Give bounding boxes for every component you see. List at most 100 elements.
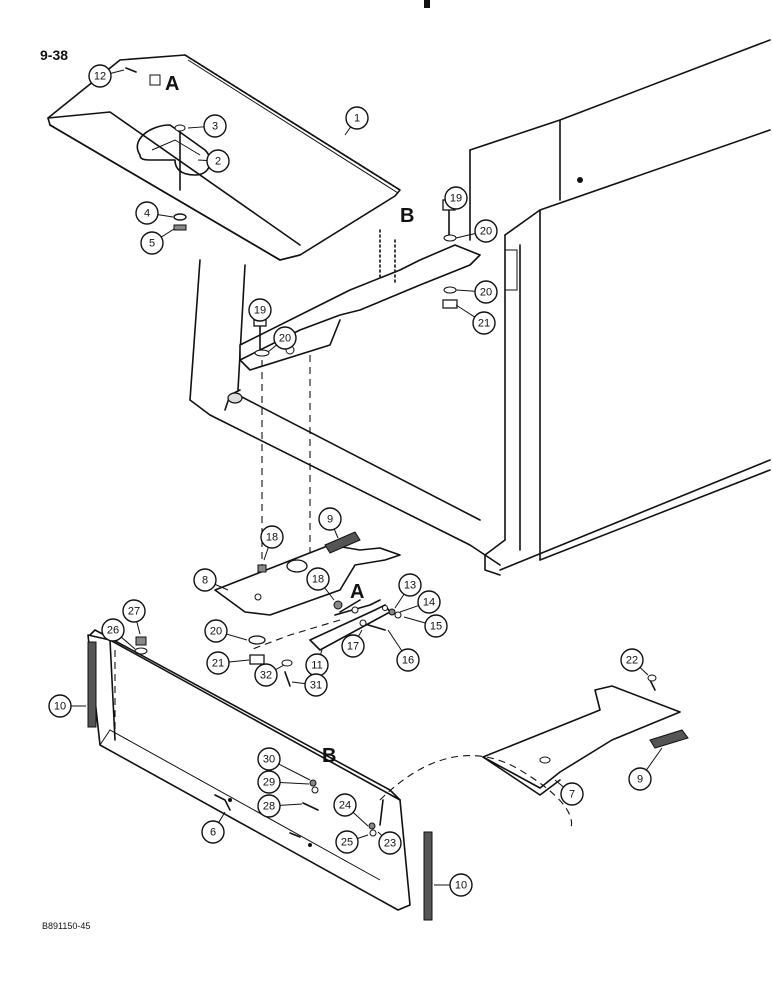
callout-label: 31 [310,680,322,692]
leader-line [324,587,335,601]
callout-c13: 13 [394,573,422,609]
leader-line [333,528,339,539]
callout-circle [318,507,342,531]
callout-c8: 8 [193,568,229,592]
bracket-11 [309,599,402,651]
callout-c14: 14 [399,590,441,614]
callout-c15: 15 [403,614,448,638]
bottom-plate-7 [482,674,689,796]
callout-c22: 22 [620,648,649,676]
callout-circle [257,794,281,818]
callout-c27: 27 [122,599,146,635]
leader-line [263,547,269,561]
callout-circle [474,280,498,304]
callout-label: 20 [210,626,222,638]
callout-label: 5 [149,238,155,250]
callout-c21a: 21 [455,304,496,335]
leader-line [357,834,369,839]
callout-label: 22 [626,655,638,667]
callout-label: 24 [339,800,351,812]
callout-c24: 24 [333,793,369,827]
leader-line [352,812,369,827]
leader-line [136,621,141,635]
callout-circle [248,298,272,322]
callout-c21b: 21 [206,651,250,675]
callout-circle [378,831,402,855]
leader-line [455,289,476,292]
callout-c5: 5 [140,228,175,255]
callout-c30: 30 [257,747,311,781]
leader-line [214,583,229,591]
callout-circle [101,618,125,642]
callout-circle [341,634,365,658]
callout-circle [88,64,112,88]
leader-line [554,779,564,788]
callout-circle [306,567,330,591]
callout-c2: 2 [197,149,230,173]
callout-label: 20 [480,287,492,299]
lower-hardware [134,635,293,687]
leader-line [399,605,419,613]
callout-label: 7 [569,789,575,801]
callout-label: 18 [266,532,278,544]
callout-circle [140,231,164,255]
leader-line [403,616,426,624]
leader-line [226,633,248,641]
callout-circle [273,326,297,350]
leader-line [645,747,663,771]
callout-label: 30 [263,754,275,766]
leader-line [394,593,405,609]
callout-c20d: 20 [204,619,248,643]
callout-layer: 1234567899101011121314151617181819192020… [48,64,663,897]
leader-line [157,214,174,218]
callout-circle [396,648,420,672]
leader-line [275,664,285,671]
leader-line [218,811,226,823]
callout-circle [122,599,146,623]
callout-circle [398,573,422,597]
header-fragment [424,0,430,8]
callout-c32: 32 [254,663,285,687]
callout-label: 1 [354,113,360,125]
callout-label: 19 [254,305,266,317]
callout-label: 9 [637,774,643,786]
callout-c4: 4 [135,201,174,225]
leader-line [357,629,363,637]
callout-label: 18 [312,574,324,586]
leader-line [161,228,175,238]
callout-c29: 29 [257,770,310,794]
callout-c12: 12 [88,64,125,88]
callout-label: 20 [279,333,291,345]
callout-circle [254,663,278,687]
callout-c23: 23 [377,831,402,855]
callout-c3: 3 [187,114,227,138]
leader-line [455,304,476,318]
callout-c7: 7 [554,779,584,806]
callout-label: 27 [128,606,140,618]
callout-label: 15 [430,621,442,633]
leader-line [267,344,277,353]
callout-label: 12 [94,71,106,83]
callout-label: 28 [263,801,275,813]
callout-circle [193,568,217,592]
callout-circle [48,694,72,718]
callout-c20c: 20 [267,326,297,353]
callout-c11: 11 [305,649,329,677]
leader-line [187,126,205,129]
seal-10-right [423,831,433,921]
callout-label: 26 [107,625,119,637]
callout-circle [628,767,652,791]
callout-circle [417,590,441,614]
callout-label: 10 [54,701,66,713]
callout-label: 16 [402,655,414,667]
callout-c10a: 10 [48,694,86,718]
callout-c6: 6 [201,811,226,844]
callout-c28: 28 [257,794,303,818]
callout-c16: 16 [387,629,420,672]
alignment-line-bracket [249,619,341,651]
letter-b-lower: B [322,745,336,767]
leader-line [377,831,383,836]
callout-circle [333,793,357,817]
side-panel-6 [87,629,411,911]
